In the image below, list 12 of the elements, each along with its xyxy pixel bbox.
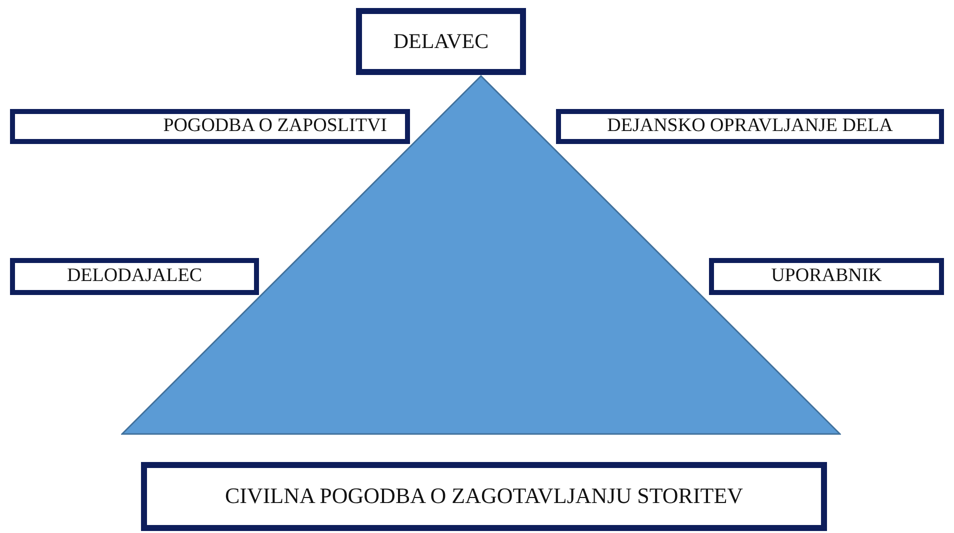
box-label: CIVILNA POGODBA O ZAGOTAVLJANJU STORITEV — [224, 484, 744, 509]
text-box — [10, 109, 410, 144]
box-label: POGODBA O ZAPOSLITVI — [163, 116, 387, 137]
box-label: DEJANSKO OPRAVLJANJE DELA — [607, 116, 893, 137]
text-box — [709, 258, 944, 295]
text-box — [10, 258, 259, 295]
box-label: DELODAJALEC — [66, 266, 202, 287]
text-box — [356, 8, 526, 75]
text-box — [556, 109, 944, 144]
box-label: UPORABNIK — [771, 266, 882, 287]
text-box — [141, 462, 827, 531]
box-label: DELAVEC — [393, 30, 489, 54]
